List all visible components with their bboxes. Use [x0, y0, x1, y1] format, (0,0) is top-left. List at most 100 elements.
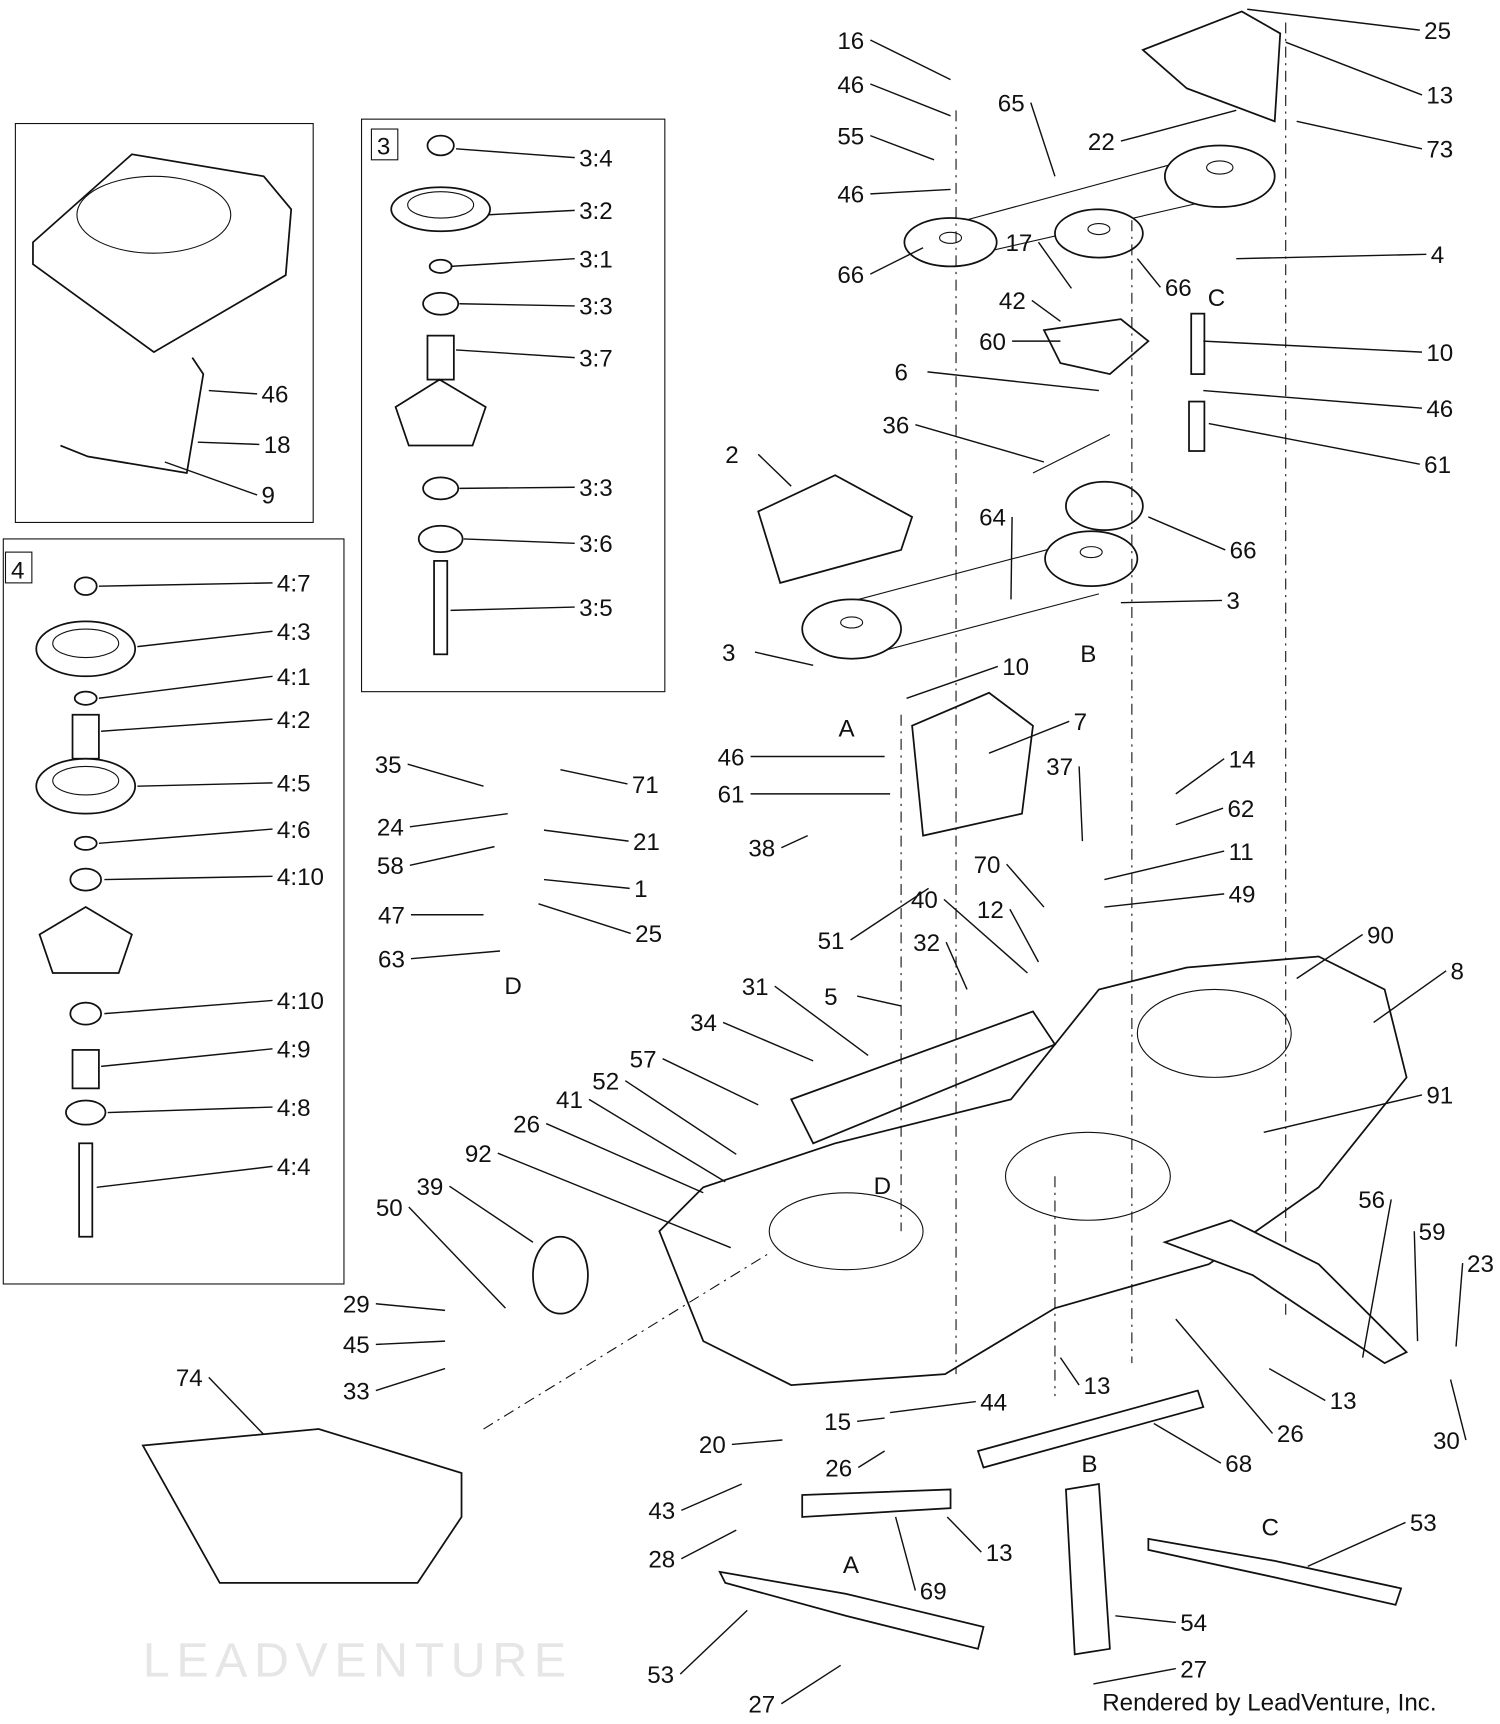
callout-label: 4:9 — [277, 1037, 311, 1064]
leader-line — [107, 1106, 273, 1114]
callout-label: 4:5 — [277, 771, 311, 798]
mower-deck — [483, 22, 1408, 1430]
leader-line — [450, 257, 575, 268]
callout-label: 53 — [1410, 1510, 1437, 1537]
callout-label: 3:7 — [579, 345, 613, 372]
callout-label: 51 — [818, 928, 845, 955]
leader-line — [1296, 120, 1423, 150]
callout-label: 30 — [1433, 1428, 1460, 1455]
callout-label: 3 — [377, 133, 390, 160]
callout-label: 59 — [1419, 1219, 1446, 1246]
leader-line — [946, 1516, 982, 1553]
callout-label: A — [838, 716, 855, 743]
callout-label: 12 — [977, 897, 1004, 924]
leader-line — [463, 538, 575, 545]
leader-line — [1373, 970, 1447, 1024]
callout-label: 46 — [1426, 396, 1453, 423]
leader-line — [1296, 933, 1364, 980]
callout-label: 6 — [895, 360, 908, 387]
callout-label: 26 — [513, 1111, 540, 1138]
callout-label: 4:8 — [277, 1095, 311, 1122]
callout-label: 90 — [1367, 922, 1394, 949]
leader-line — [857, 1450, 885, 1469]
leader-line — [774, 985, 869, 1056]
leader-line — [407, 763, 484, 787]
callout-label: 4:7 — [277, 571, 311, 598]
callout-label: 15 — [824, 1409, 851, 1436]
callout-label: 22 — [1088, 129, 1115, 156]
leader-line — [870, 247, 924, 275]
callout-label: 35 — [375, 752, 402, 779]
callout-label: 52 — [592, 1068, 619, 1095]
watermark: LEADVENTURE — [143, 1633, 573, 1687]
leader-line — [1268, 1367, 1326, 1402]
callout-label: 3 — [722, 640, 735, 667]
leader-line — [104, 875, 273, 881]
leader-line — [890, 1400, 976, 1414]
leader-line — [538, 903, 631, 935]
leader-line — [722, 1021, 814, 1062]
callout-label: 71 — [632, 772, 659, 799]
callout-label: 24 — [377, 815, 404, 842]
callout-label: 25 — [635, 921, 662, 948]
callout-label: 7 — [1074, 709, 1087, 736]
callout-label: 4:3 — [277, 619, 311, 646]
callout-label: 66 — [1230, 538, 1257, 565]
leader-line — [459, 303, 575, 307]
leader-line — [164, 461, 258, 496]
callout-label: 62 — [1227, 796, 1254, 823]
leader-line — [1104, 893, 1225, 908]
leader-line — [870, 134, 935, 161]
callout-label: 11 — [1229, 839, 1254, 866]
callout-label: 34 — [690, 1010, 717, 1037]
leader-line — [757, 453, 792, 487]
leader-line — [450, 606, 575, 612]
leader-line — [857, 1417, 885, 1423]
inset-3-spindle-b — [360, 118, 666, 693]
callout-label: 32 — [913, 930, 940, 957]
callout-label: 28 — [648, 1546, 675, 1573]
leader-line — [408, 1206, 507, 1309]
leader-line — [137, 630, 273, 648]
leader-line — [459, 486, 575, 490]
leader-line — [545, 1122, 704, 1194]
callout-label: 50 — [376, 1195, 403, 1222]
leader-line — [1175, 807, 1224, 826]
callout-label: B — [1080, 641, 1096, 668]
leader-line — [1455, 1263, 1464, 1347]
callout-label: 1 — [634, 876, 647, 903]
leader-line — [850, 887, 929, 941]
callout-label: D — [504, 973, 521, 1000]
leader-line — [410, 950, 501, 960]
callout-label: 40 — [911, 887, 938, 914]
leader-line — [409, 812, 508, 828]
leader-line — [488, 209, 575, 216]
leader-line — [1203, 389, 1423, 409]
leader-line — [1030, 102, 1056, 177]
callout-label: C — [1262, 1515, 1279, 1542]
callout-label: 39 — [416, 1174, 443, 1201]
callout-label: 23 — [1467, 1251, 1494, 1278]
callout-label: 14 — [1229, 746, 1256, 773]
callout-label: 5 — [824, 984, 837, 1011]
leader-line — [915, 423, 1045, 463]
leader-line — [1175, 1318, 1274, 1434]
callout-label: 29 — [343, 1292, 370, 1319]
inset-frame-linkage — [14, 122, 314, 523]
leader-line — [927, 371, 1099, 392]
leader-line — [943, 898, 1028, 974]
leader-line — [375, 1303, 446, 1312]
leader-line — [1006, 863, 1045, 908]
callout-label: 38 — [748, 836, 775, 863]
callout-label: 3:4 — [579, 145, 613, 172]
callout-label: 42 — [999, 288, 1026, 315]
callout-label: A — [843, 1552, 860, 1579]
leader-line — [409, 845, 495, 866]
callout-label: 70 — [974, 852, 1001, 879]
leader-line — [1031, 299, 1061, 322]
leader-line — [208, 389, 258, 395]
callout-label: 10 — [1426, 340, 1453, 367]
leader-line — [680, 1529, 737, 1560]
leader-line — [662, 1058, 759, 1106]
